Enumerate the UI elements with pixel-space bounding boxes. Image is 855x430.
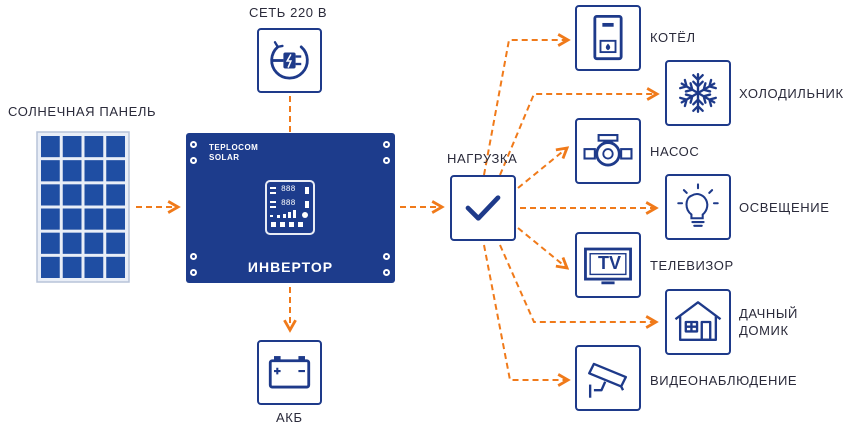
mount-hole [383, 157, 390, 164]
tv-screen-text: TV [598, 253, 622, 273]
display-digits: 888 [281, 199, 296, 208]
boiler-box [575, 5, 641, 71]
mount-hole [190, 253, 197, 260]
solar-cell [106, 232, 125, 254]
arrow-to-pump [517, 148, 567, 189]
lighting-box [665, 174, 731, 240]
solar-cell [106, 184, 125, 206]
tv-box: TV [575, 232, 641, 298]
solar-cell [41, 184, 60, 206]
solar-cell [84, 208, 104, 230]
tv-icon [584, 247, 632, 285]
solar-cell [84, 232, 104, 254]
house-icon [674, 301, 722, 342]
snowflake-icon [678, 73, 718, 113]
display-digits: 888 [281, 185, 296, 194]
pump-icon [583, 133, 633, 167]
mount-hole [383, 253, 390, 260]
solar-cell [106, 160, 125, 182]
power-plug-icon [270, 41, 309, 80]
mount-hole [190, 157, 197, 164]
arrow-to-house [499, 244, 656, 322]
solar-cell [84, 136, 104, 158]
consumer-label-fridge: ХОЛОДИЛЬНИК [739, 86, 844, 101]
mount-hole [383, 269, 390, 276]
arrow-to-boiler [483, 40, 568, 176]
battery-icon [268, 356, 311, 389]
grid-source-label: СЕТЬ 220 В [249, 5, 328, 20]
mount-hole [190, 269, 197, 276]
solar-cell [62, 160, 82, 182]
display-indicators-icon [270, 187, 309, 227]
mount-hole [383, 141, 390, 148]
battery-box [257, 340, 322, 405]
lightbulb-icon [677, 183, 719, 227]
solar-cell [41, 208, 60, 230]
solar-cell [84, 160, 104, 182]
inverter-title: ИНВЕРТОР [247, 259, 334, 275]
mount-hole [190, 141, 197, 148]
solar-cell [41, 232, 60, 254]
solar-cell [62, 136, 82, 158]
inverter-display: 888 888 [265, 180, 315, 235]
cctv-camera-icon [588, 362, 628, 398]
consumer-label-boiler: КОТЁЛ [650, 30, 696, 45]
solar-cell [106, 136, 125, 158]
solar-cell [84, 256, 104, 278]
solar-cell [106, 208, 125, 230]
cctv-box [575, 345, 641, 411]
load-label: НАГРУЗКА [447, 151, 518, 166]
house-box [665, 289, 731, 355]
pump-box [575, 118, 641, 184]
boiler-icon [593, 14, 623, 61]
load-box [450, 175, 516, 241]
solar-cell [62, 184, 82, 206]
consumer-label-tv: ТЕЛЕВИЗОР [650, 258, 734, 273]
inverter-unit: TEPLOCOM SOLAR 888 888 [186, 133, 395, 283]
arrow-to-tv [517, 227, 567, 268]
solar-panel-icon [36, 131, 130, 283]
solar-cell [41, 160, 60, 182]
solar-cell [41, 136, 60, 158]
arrow-to-cctv [483, 244, 568, 380]
consumer-label-lighting: ОСВЕЩЕНИЕ [739, 200, 830, 215]
checkmark-icon [465, 195, 501, 221]
solar-cell [62, 208, 82, 230]
solar-panel-label: СОЛНЕЧНАЯ ПАНЕЛЬ [8, 104, 157, 119]
brand-name-line1: TEPLOCOM [209, 143, 259, 152]
solar-cell [106, 256, 125, 278]
consumer-label-house: ДАЧНЫЙ ДОМИК [739, 306, 798, 338]
battery-label: АКБ [276, 410, 303, 425]
brand-name-line2: SOLAR [209, 153, 240, 162]
fridge-box [665, 60, 731, 126]
solar-cell [84, 184, 104, 206]
consumer-label-pump: НАСОС [650, 144, 700, 159]
solar-cell [41, 256, 60, 278]
solar-cell [62, 256, 82, 278]
solar-panel [36, 131, 130, 283]
grid-source-box [257, 28, 322, 93]
solar-cell [62, 232, 82, 254]
consumer-label-cctv: ВИДЕОНАБЛЮДЕНИЕ [650, 373, 798, 388]
